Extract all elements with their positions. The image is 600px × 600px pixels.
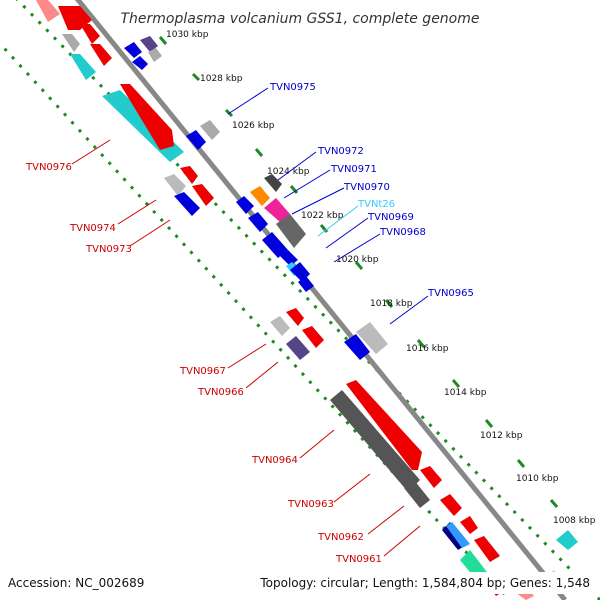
accession-text: Accession: NC_002689 (8, 576, 144, 590)
gene-arrow[interactable] (148, 48, 162, 62)
gene-arrow[interactable] (330, 390, 420, 492)
gene-arrow[interactable] (344, 334, 370, 360)
gene-arrow[interactable] (474, 536, 500, 562)
gene-arrow[interactable] (280, 250, 298, 266)
gene-label[interactable]: TVN0965 (427, 288, 474, 299)
gene-arrow[interactable] (286, 308, 304, 326)
gene-arrow[interactable] (404, 480, 430, 508)
inner-scale-line (0, 41, 512, 600)
gene-label[interactable]: TVN0963 (287, 499, 334, 510)
footer-bg-right (255, 572, 600, 594)
gene-arrow[interactable] (420, 466, 442, 488)
gene-arrow[interactable] (164, 174, 186, 196)
gene-arrow[interactable] (80, 24, 100, 44)
tick-label: 1010 kbp (516, 474, 559, 484)
genome-summary-text: Topology: circular; Length: 1,584,804 bp… (259, 576, 590, 590)
gene-arrow[interactable] (120, 84, 174, 150)
gene-arrow[interactable] (302, 326, 324, 348)
gene-arrow[interactable] (248, 212, 268, 232)
gene-arrow[interactable] (180, 166, 198, 184)
gene-arrow[interactable] (140, 36, 158, 52)
gene-arrow[interactable] (298, 276, 314, 292)
gene-arrow[interactable] (70, 54, 96, 80)
tick-label: 1030 kbp (166, 30, 209, 40)
gene-label[interactable]: TVN0976 (25, 162, 72, 173)
gene-arrow[interactable] (460, 516, 478, 534)
gene-arrow[interactable] (262, 232, 288, 258)
gene-arrow[interactable] (250, 186, 270, 206)
gene-label[interactable]: TVN0962 (317, 532, 364, 543)
gene-label[interactable]: TVN0975 (269, 82, 316, 93)
gene-label[interactable]: TVN0971 (330, 164, 377, 175)
gene-arrow[interactable] (192, 184, 214, 206)
gene-arrow[interactable] (440, 494, 462, 516)
gene-label[interactable]: TVNt26 (357, 199, 395, 210)
footer-bg-left (0, 572, 180, 594)
tick-label: 1012 kbp (480, 431, 523, 441)
gene-label[interactable]: TVN0968 (379, 227, 426, 238)
tick-label: 1014 kbp (444, 388, 487, 398)
gene-arrow[interactable] (446, 522, 470, 548)
forward-strand-genes (124, 36, 600, 592)
genome-backbone (74, 0, 567, 600)
gene-label[interactable]: TVN0970 (343, 182, 390, 193)
gene-arrow[interactable] (200, 120, 220, 140)
gene-arrow[interactable] (124, 42, 142, 58)
gene-label[interactable]: TVN0972 (317, 146, 364, 157)
gene-arrow[interactable] (62, 34, 80, 52)
gene-label[interactable]: TVN0974 (69, 223, 116, 234)
tick-label: 1016 kbp (406, 344, 449, 354)
tick-label: 1008 kbp (553, 516, 596, 526)
tick-label: 1018 kbp (370, 299, 413, 309)
tick-label: 1022 kbp (301, 211, 344, 221)
gene-arrow[interactable] (276, 214, 306, 248)
gene-arrow[interactable] (286, 336, 310, 360)
gene-label[interactable]: TVN0964 (251, 455, 298, 466)
map-title: Thermoplasma volcanium GSS1, complete ge… (120, 11, 479, 27)
reverse-strand-genes (36, 0, 534, 600)
gene-label[interactable]: TVN0967 (179, 366, 226, 377)
tick-marks (158, 36, 559, 508)
label-leaders (71, 87, 429, 557)
gene-arrow[interactable] (556, 530, 578, 550)
gene-arrow[interactable] (90, 44, 112, 66)
gene-label[interactable]: TVN0973 (85, 244, 132, 255)
gene-arrow[interactable] (264, 198, 290, 222)
tick-label: 1028 kbp (200, 74, 243, 84)
gene-label[interactable]: TVN0969 (367, 212, 414, 223)
gene-arrow[interactable] (264, 174, 282, 192)
gene-arrow[interactable] (132, 56, 148, 70)
gene-arrow[interactable] (36, 0, 60, 22)
gene-label[interactable]: TVN0961 (335, 554, 382, 565)
tick-label: 1026 kbp (232, 121, 275, 131)
tick-labels: 1030 kbp 1028 kbp 1026 kbp 1024 kbp 1022… (166, 30, 596, 526)
gene-arrow[interactable] (356, 322, 388, 354)
gene-arrow[interactable] (186, 130, 206, 150)
gene-arrow[interactable] (270, 316, 290, 336)
tick-label: 1020 kbp (336, 255, 379, 265)
gene-arrow[interactable] (236, 196, 254, 214)
gene-label[interactable]: TVN0966 (197, 387, 244, 398)
gene-arrow[interactable] (346, 380, 422, 470)
gene-arrow[interactable] (174, 192, 200, 216)
